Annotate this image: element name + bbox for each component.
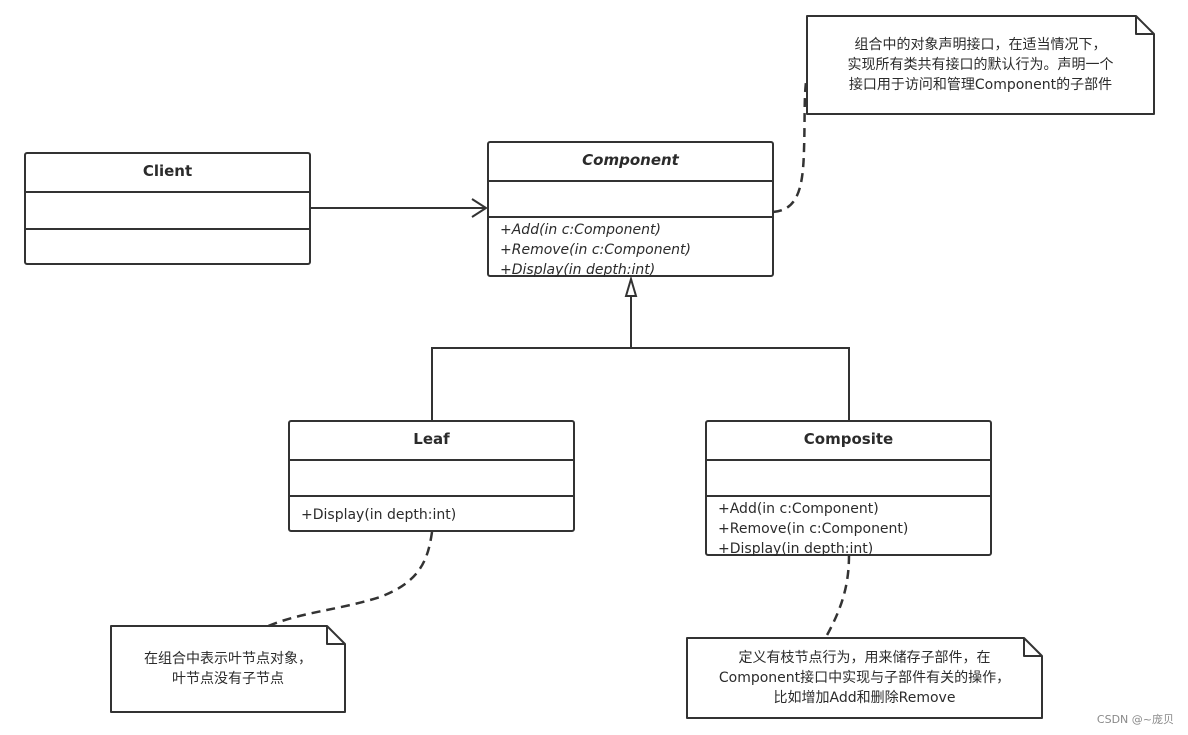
component-note-shape (806, 15, 1155, 115)
composite-operations-section: +Add(in c:Component) +Remove(in c:Compon… (707, 495, 990, 557)
composite-attributes-section (707, 459, 990, 495)
generalization-arrowhead (624, 275, 638, 297)
client-attributes-section (26, 191, 309, 228)
component-class-name: Component (582, 151, 679, 169)
note-line: 接口用于访问和管理Component的子部件 (848, 77, 1113, 93)
composite-class-name: Composite (803, 430, 894, 448)
composite-operation: +Remove(in c:Component) (718, 521, 909, 537)
composite-operation: +Add(in c:Component) (718, 501, 879, 517)
generalization-branch (431, 347, 850, 421)
component-operations-section: +Add(in c:Component) +Remove(in c:Compon… (489, 216, 772, 278)
leaf-note-shape (110, 625, 346, 713)
component-operation: +Display(in depth:int) (500, 262, 656, 278)
note-line: 组合中的对象声明接口，在适当情况下， (854, 37, 1107, 53)
component-note-anchor (772, 81, 808, 214)
composite-note-shape (686, 637, 1043, 719)
leaf-note: 在组合中表示叶节点对象， 叶节点没有子节点 (111, 626, 345, 712)
component-attributes-section (489, 180, 772, 216)
note-line: 比如增加Add和删除Remove (773, 690, 956, 706)
component-operation: +Remove(in c:Component) (500, 242, 692, 258)
component-operation: +Add(in c:Component) (500, 222, 661, 238)
note-line: 叶节点没有子节点 (172, 671, 284, 687)
leaf-operations-section: +Display(in depth:int) (290, 495, 573, 530)
note-line: 实现所有类共有接口的默认行为。声明一个 (847, 57, 1114, 73)
composite-note-anchor (824, 554, 851, 638)
client-operations-section (26, 228, 309, 263)
client-class[interactable]: Client (24, 152, 311, 265)
leaf-class-name: Leaf (413, 430, 450, 448)
note-line: Component接口中实现与子部件有关的操作， (718, 670, 1011, 686)
watermark: CSDN @~庞贝 (1096, 713, 1174, 726)
composite-class[interactable]: Composite +Add(in c:Component) +Remove(i… (705, 420, 992, 557)
composite-operation: +Display(in depth:int) (718, 541, 874, 557)
note-line: 定义有枝节点行为，用来储存子部件，在 (738, 650, 991, 666)
association-arrowhead (471, 198, 488, 218)
leaf-class[interactable]: Leaf +Display(in depth:int) (288, 420, 575, 532)
leaf-note-anchor (265, 531, 434, 629)
component-note: 组合中的对象声明接口，在适当情况下， 实现所有类共有接口的默认行为。声明一个 接… (807, 16, 1154, 114)
leaf-operation: +Display(in depth:int) (301, 507, 457, 523)
client-class-name: Client (142, 162, 193, 180)
composite-note: 定义有枝节点行为，用来储存子部件，在 Component接口中实现与子部件有关的… (687, 638, 1042, 718)
leaf-attributes-section (290, 459, 573, 495)
component-class[interactable]: Component +Add(in c:Component) +Remove(i… (487, 141, 774, 278)
note-line: 在组合中表示叶节点对象， (144, 651, 312, 667)
